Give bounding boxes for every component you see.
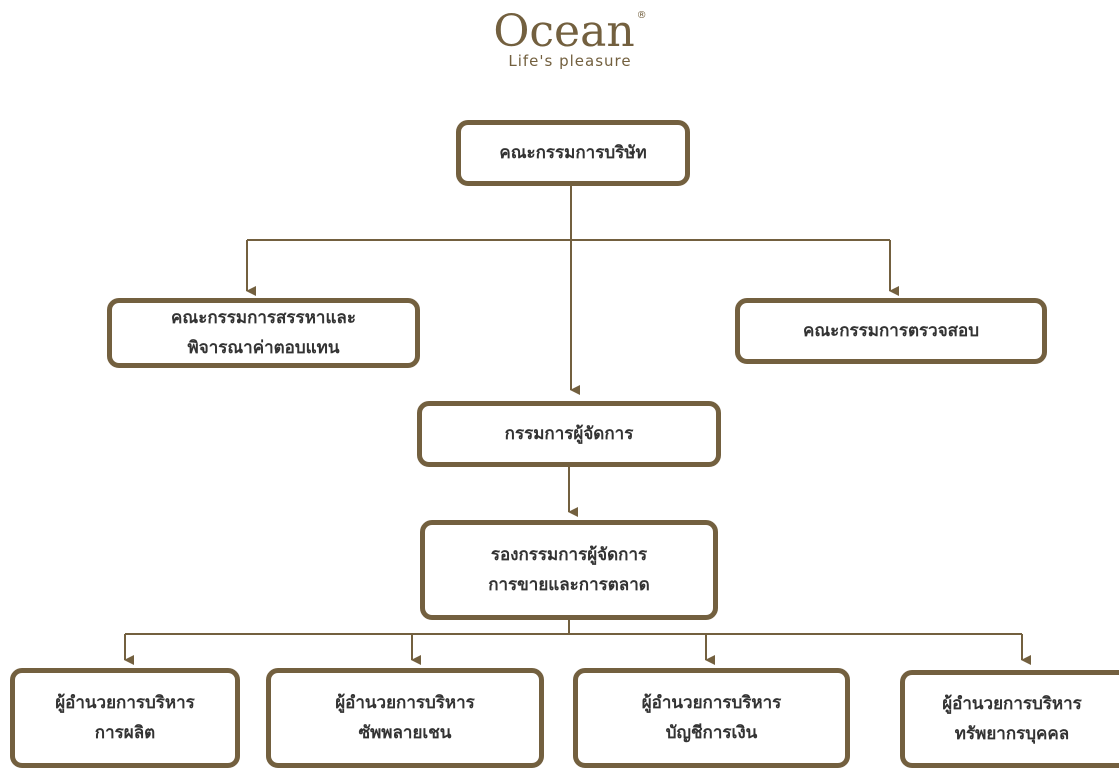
dept-production-line1: ผู้อำนวยการบริหาร [55,693,195,713]
deputy-md-label-line2: การขายและการตลาด [488,575,650,595]
dept-production-box: ผู้อำนวยการบริหาร การผลิต [10,668,240,768]
dept-production-line2: การผลิต [94,723,156,743]
dept-supply-chain-line1: ผู้อำนวยการบริหาร [335,693,475,713]
dept-supply-chain-line2: ซัพพลายเชน [358,723,452,743]
deputy-md-sales-marketing-box: รองกรรมการผู้จัดการ การขายและการตลาด [420,520,718,620]
registered-mark: ® [636,10,647,21]
nomination-label-line1: คณะกรรมการสรรหาและ [171,308,356,328]
board-label: คณะกรรมการบริษัท [499,143,647,163]
board-of-directors-box: คณะกรรมการบริษัท [456,120,690,186]
nomination-committee-box: คณะกรรมการสรรหาและ พิจารณาค่าตอบแทน [107,298,420,368]
managing-director-box: กรรมการผู้จัดการ [417,401,721,467]
dept-supply-chain-box: ผู้อำนวยการบริหาร ซัพพลายเชน [266,668,544,768]
nomination-label-line2: พิจารณาค่าตอบแทน [187,338,340,358]
audit-committee-box: คณะกรรมการตรวจสอบ [735,298,1047,364]
deputy-md-label-line1: รองกรรมการผู้จัดการ [490,545,648,565]
dept-finance-box: ผู้อำนวยการบริหาร บัญชีการเงิน [573,668,850,768]
dept-hr-line2: ทรัพยากรบุคคล [954,724,1070,744]
dept-hr-line1: ผู้อำนวยการบริหาร [942,694,1082,714]
ocean-logo: Ocean® Life's pleasure [440,6,700,70]
dept-finance-line1: ผู้อำนวยการบริหาร [641,693,782,713]
managing-director-label: กรรมการผู้จัดการ [504,424,634,444]
logo-brand: Ocean [493,6,635,57]
audit-label: คณะกรรมการตรวจสอบ [802,321,980,341]
dept-finance-line2: บัญชีการเงิน [665,723,758,743]
dept-human-resources-box: ผู้อำนวยการบริหาร ทรัพยากรบุคคล [900,670,1119,768]
logo-tagline: Life's pleasure [508,52,632,70]
